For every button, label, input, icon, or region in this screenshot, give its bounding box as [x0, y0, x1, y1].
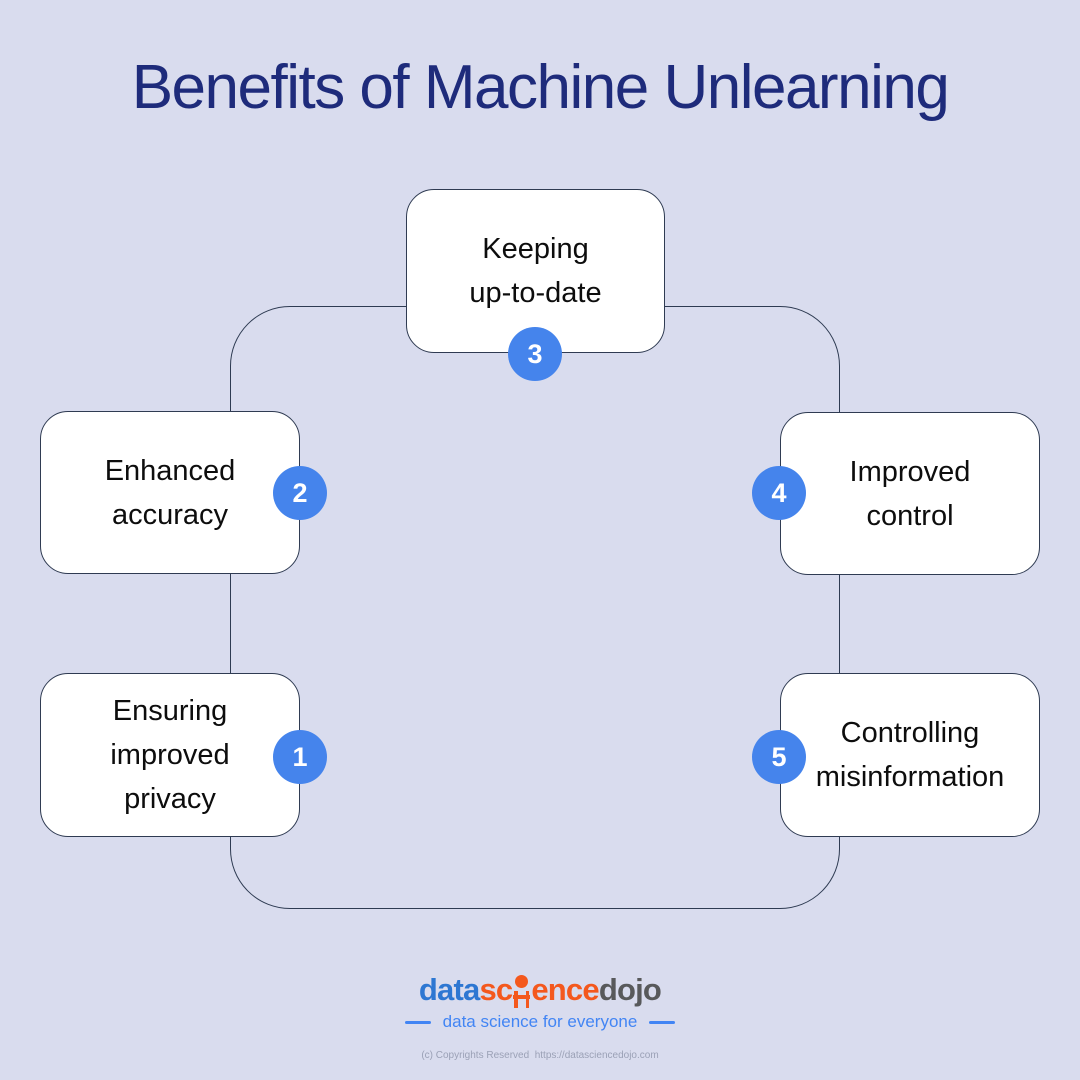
tagline-dash-right — [649, 1020, 676, 1024]
stick-figure-icon — [513, 975, 531, 1008]
page-title: Benefits of Machine Unlearning — [131, 53, 950, 122]
copyright-text: (c) Copyrights Reserved https://datascie… — [421, 1050, 659, 1061]
logo-tagline-row: data science for everyone — [404, 1012, 676, 1032]
card-label-line: misinformation — [815, 761, 1005, 793]
card-label-line: Controlling — [840, 717, 980, 749]
card-label-line: up-to-date — [469, 277, 602, 309]
card-controlling-misinformation: Controlling misinformation — [780, 673, 1040, 837]
number-badge-5: 5 — [752, 730, 806, 784]
card-label-line: control — [866, 499, 954, 532]
card-label-line: accuracy — [111, 498, 229, 531]
card-ensuring-improved-privacy: Ensuring improved privacy — [40, 673, 300, 837]
logo-tagline: data science for everyone — [442, 1012, 638, 1031]
number-badge-3: 3 — [508, 327, 562, 381]
card-label-line: Ensuring — [112, 695, 228, 727]
card-label-line: Keeping — [482, 233, 589, 265]
number-badge-2: 2 — [273, 466, 327, 520]
card-keeping-up-to-date: Keeping up-to-date — [406, 189, 665, 353]
connector-rounded-rect — [230, 306, 840, 909]
logo-text-dojo: dojo — [598, 972, 662, 1007]
card-improved-control: Improved control — [780, 412, 1040, 575]
card-label-line: Enhanced — [104, 454, 236, 487]
number-badge-4: 4 — [752, 466, 806, 520]
logo-text-ence: ence — [531, 972, 599, 1007]
card-label-line: privacy — [124, 783, 216, 815]
tagline-dash-left — [404, 1020, 431, 1024]
logo-text-data: data — [418, 972, 480, 1007]
logo-text-sc: sc — [479, 972, 513, 1007]
card-enhanced-accuracy: Enhanced accuracy — [40, 411, 300, 574]
card-label-line: improved — [110, 739, 230, 771]
card-label-line: Improved — [849, 455, 971, 488]
number-badge-1: 1 — [273, 730, 327, 784]
